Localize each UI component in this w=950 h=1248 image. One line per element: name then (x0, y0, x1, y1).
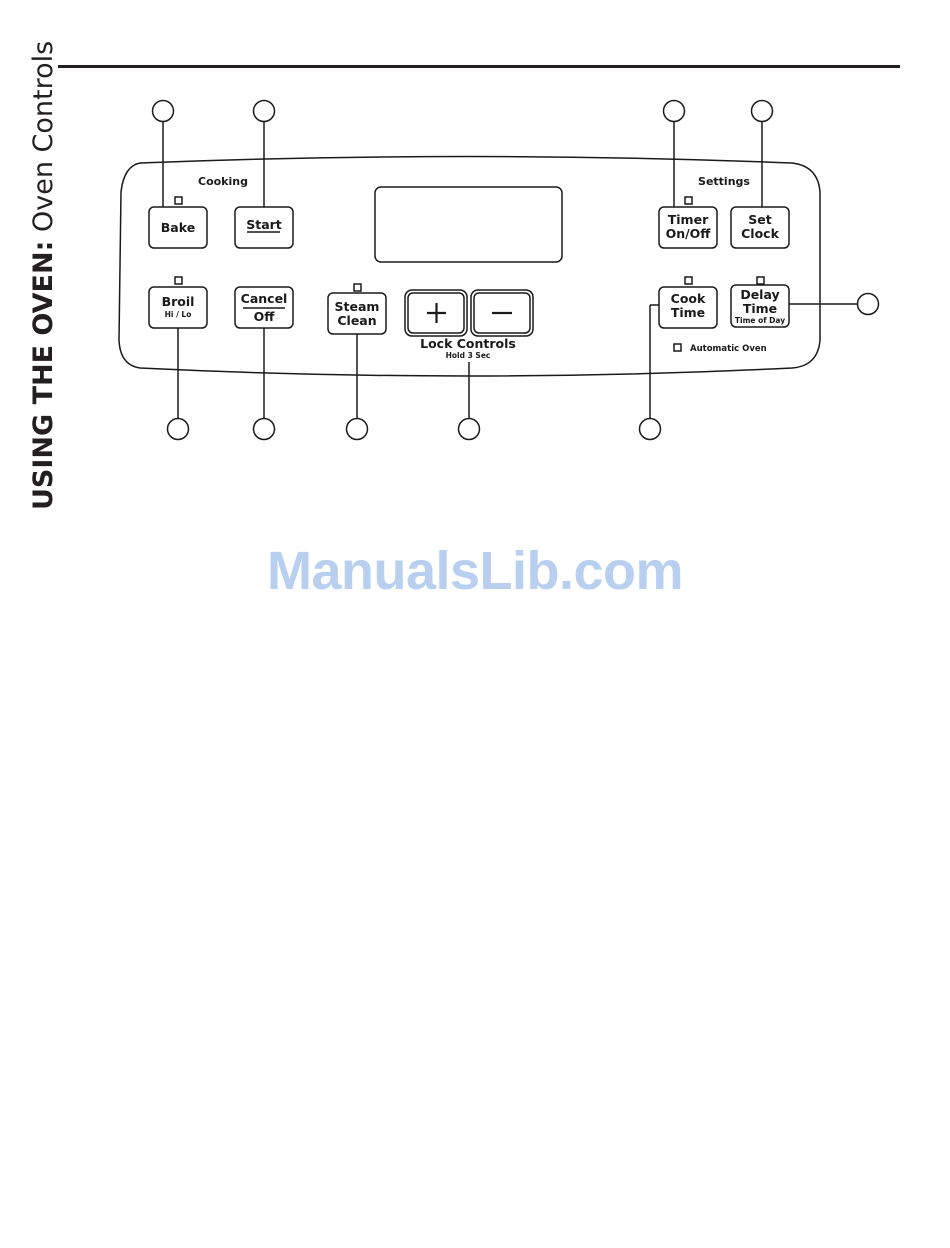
lock-controls-label: Lock Controls (420, 336, 516, 351)
callout-circle (254, 101, 275, 122)
callout-circle (254, 419, 275, 440)
automatic-oven-indicator-light (674, 344, 681, 351)
cook-button-label: Cook (671, 291, 706, 306)
set-button-label: Set (748, 212, 771, 227)
steam-clean-indicator-light (354, 284, 361, 291)
start-button-label: Start (246, 217, 282, 232)
broil-hi-lo-label: Hi / Lo (165, 310, 192, 319)
on-off-button-label: On/Off (666, 226, 712, 241)
clock-button-label: Clock (741, 226, 779, 241)
callout-circle (664, 101, 685, 122)
callout-circle (459, 419, 480, 440)
cook-time-indicator-light (685, 277, 692, 284)
display-window (375, 187, 562, 262)
off-button-label: Off (254, 309, 276, 324)
bake-button-label: Bake (161, 220, 195, 235)
broil-button-label: Broil (162, 294, 195, 309)
delay-time-indicator-light (757, 277, 764, 284)
delay-button-label: Delay (740, 287, 779, 302)
callout-circle (858, 294, 879, 315)
lock-hold-label: Hold 3 Sec (446, 351, 491, 360)
callout-circle (168, 419, 189, 440)
steam-button-label: Steam (335, 299, 380, 314)
clean-button-label: Clean (337, 313, 376, 328)
watermark: ManualsLib.com (0, 540, 950, 602)
time-button-label: Time (671, 305, 705, 320)
callout-circle (153, 101, 174, 122)
automatic-oven-label: Automatic Oven (690, 344, 767, 354)
delay-time-button-label: Time (743, 301, 777, 316)
broil-indicator-light (175, 277, 182, 284)
callout-circle (640, 419, 661, 440)
bake-indicator-light (175, 197, 182, 204)
callout-circle (752, 101, 773, 122)
cancel-button-label: Cancel (241, 291, 288, 306)
callout-circle (347, 419, 368, 440)
timer-indicator-light (685, 197, 692, 204)
group-label-cooking: Cooking (198, 175, 248, 188)
group-label-settings: Settings (698, 175, 750, 188)
timer-button-label: Timer (668, 212, 709, 227)
time-of-day-label: Time of Day (735, 316, 785, 325)
